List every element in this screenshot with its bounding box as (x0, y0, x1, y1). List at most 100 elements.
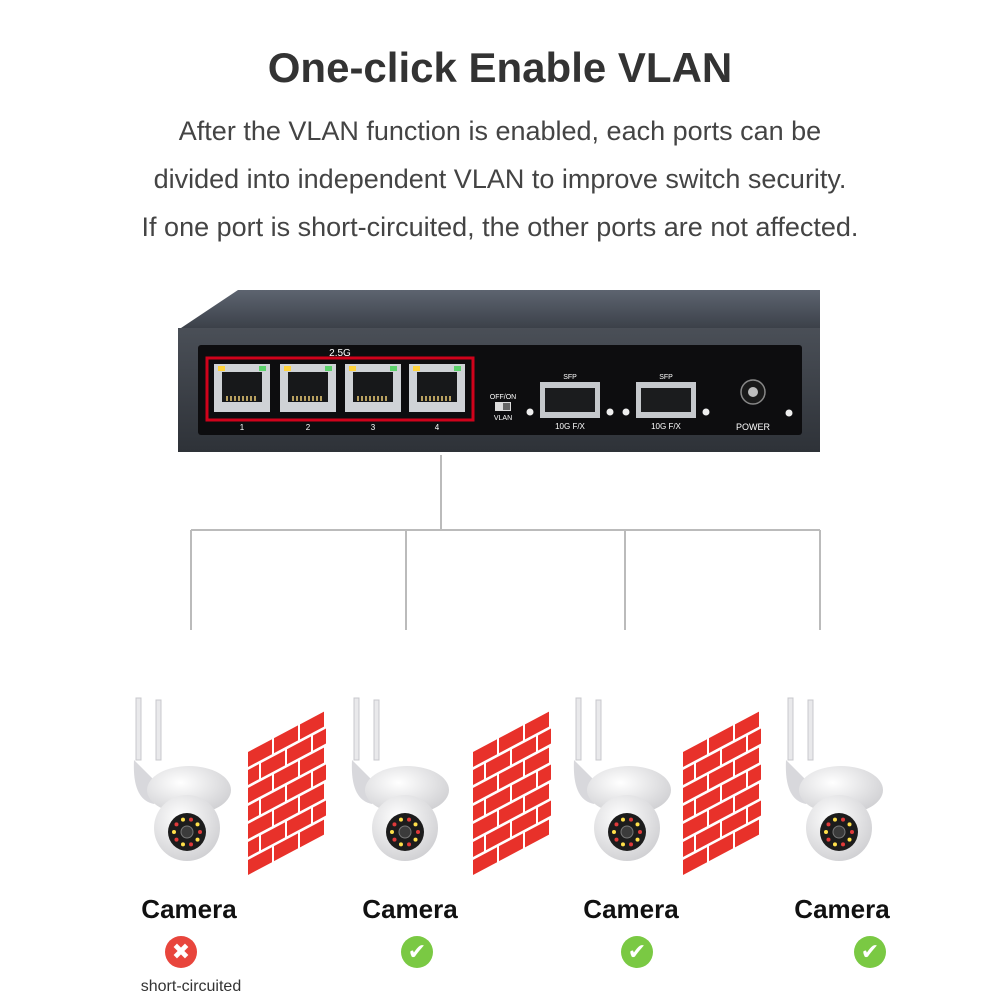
brick (499, 833, 523, 862)
camera-ir-led (195, 837, 200, 842)
camera-ir-led (614, 837, 619, 842)
description-line-2: divided into independent VLAN to improve… (153, 164, 847, 194)
camera-ir-led (398, 842, 403, 847)
sfp-speed-label: 10G F/X (555, 422, 585, 431)
brick (683, 836, 694, 857)
brick (248, 836, 259, 857)
port-led-yellow (413, 366, 420, 371)
brick (735, 747, 759, 776)
camera-ir-led (635, 822, 640, 827)
brick (683, 811, 707, 839)
camera-ir-led (198, 830, 202, 834)
sfp-led-right (702, 408, 710, 416)
vlan-switch-label-bottom: VLAN (494, 415, 512, 422)
brick (248, 739, 272, 767)
camera-ir-led (180, 842, 185, 847)
brick (683, 775, 707, 803)
camera-ir-led (189, 817, 194, 822)
antenna-right (807, 699, 814, 761)
connection-lines (190, 455, 821, 630)
antenna-left (787, 697, 794, 761)
rj45-contact (238, 396, 240, 401)
rj45-contact (226, 396, 228, 401)
brick (248, 847, 272, 876)
rj45-contact (425, 396, 427, 401)
brick (248, 800, 259, 821)
rj45-contact (308, 396, 310, 401)
sfp-label: SFP (563, 374, 577, 381)
antenna-right (155, 699, 162, 761)
camera-ir-led (832, 817, 837, 822)
antenna-left (575, 697, 582, 761)
rj45-contact (246, 396, 248, 401)
rj45-contact (292, 396, 294, 401)
rj45-contact (296, 396, 298, 401)
brick (538, 764, 551, 787)
camera-label-4: Camera (794, 894, 890, 924)
brick (696, 822, 720, 851)
camera-ir-led (850, 830, 854, 834)
camera-ir-led (620, 842, 625, 847)
brick-wall-2 (473, 711, 551, 876)
rj45-contact (429, 396, 431, 401)
antenna-left (135, 697, 142, 761)
brick (287, 808, 311, 837)
camera-ir-led (392, 837, 397, 842)
brick (313, 800, 326, 823)
brick (473, 847, 497, 876)
brick (683, 800, 694, 821)
brick (313, 728, 326, 751)
camera-ir-led (629, 842, 634, 847)
camera-ir-led (847, 837, 852, 842)
port-number: 4 (435, 423, 440, 432)
vlan-toggle-knob (503, 403, 510, 410)
brick (735, 783, 759, 812)
brick (709, 725, 733, 754)
ip-camera-4 (785, 697, 883, 861)
brick (313, 764, 326, 787)
brick (512, 772, 536, 801)
brick (735, 711, 759, 740)
camera-ir-led (413, 837, 418, 842)
camera-ir-led (189, 842, 194, 847)
short-circuit-note: short-circuited (140, 978, 242, 995)
ip-camera-1 (133, 697, 231, 861)
port-number: 1 (240, 423, 245, 432)
brick (287, 736, 311, 765)
brick (473, 739, 497, 767)
port-led-yellow (218, 366, 225, 371)
rj45-contact (304, 396, 306, 401)
camera-ir-led (847, 822, 852, 827)
description-line-3: If one port is short-circuited, the othe… (141, 212, 859, 242)
camera-ir-led (174, 837, 179, 842)
camera-lens (620, 825, 634, 839)
sfp-speed-label: 10G F/X (651, 422, 681, 431)
brick (696, 750, 720, 779)
power-jack-pin (748, 387, 758, 397)
brick (499, 725, 523, 754)
port-led-green (325, 366, 332, 371)
brick (274, 761, 298, 790)
brick (512, 736, 536, 765)
port-led-green (454, 366, 461, 371)
camera-ir-led (614, 822, 619, 827)
switch-top (178, 290, 820, 330)
camera-ir-led (612, 830, 616, 834)
rj45-contact (445, 396, 447, 401)
camera-ir-led (407, 842, 412, 847)
brick (709, 833, 733, 862)
camera-ir-led (172, 830, 176, 834)
brick (748, 728, 761, 751)
brick (525, 819, 549, 848)
camera-ir-led (390, 830, 394, 834)
rj45-port-3: 3 (345, 364, 401, 432)
camera-ir-led (832, 842, 837, 847)
camera-lens (832, 825, 846, 839)
rj45-contact (312, 396, 314, 401)
brick (683, 847, 707, 876)
check-icon: ✔ (854, 936, 886, 968)
rj45-contact (369, 396, 371, 401)
brick (683, 739, 707, 767)
camera-ir-led (195, 822, 200, 827)
